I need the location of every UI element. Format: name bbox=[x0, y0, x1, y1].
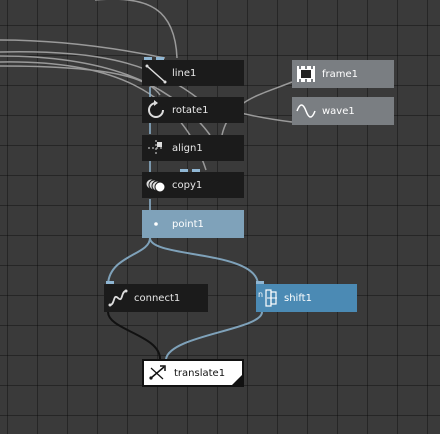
node-copy1[interactable]: copy1 bbox=[142, 169, 244, 198]
wave-icon bbox=[292, 98, 320, 124]
node-rotate1[interactable]: rotate1 bbox=[142, 97, 244, 123]
node-label: wave1 bbox=[322, 105, 355, 117]
node-label: rotate1 bbox=[172, 104, 209, 116]
node-label: point1 bbox=[172, 218, 204, 230]
node-label: connect1 bbox=[134, 292, 181, 304]
node-label: translate1 bbox=[174, 367, 226, 379]
input-port[interactable] bbox=[256, 281, 264, 284]
shift-prefix: n bbox=[258, 290, 263, 299]
point-icon bbox=[142, 211, 170, 237]
wire-left-5 bbox=[0, 65, 161, 96]
copy-icon bbox=[142, 172, 170, 198]
node-point1[interactable]: point1 bbox=[142, 210, 244, 238]
node-label: copy1 bbox=[172, 179, 203, 191]
input-port[interactable] bbox=[144, 57, 152, 60]
rotate-icon bbox=[142, 97, 170, 123]
node-label: frame1 bbox=[322, 68, 359, 80]
wire-point1-shift1 bbox=[149, 237, 259, 285]
node-label: align1 bbox=[172, 142, 203, 154]
wire-top-curve bbox=[95, 0, 178, 59]
render-flag bbox=[230, 373, 244, 387]
node-shift1[interactable]: n shift1 bbox=[256, 281, 357, 312]
translate-icon bbox=[144, 360, 172, 386]
wire-frame1 bbox=[221, 81, 293, 136]
input-port[interactable] bbox=[180, 169, 188, 172]
node-translate1[interactable]: translate1 bbox=[142, 359, 244, 387]
node-line1[interactable]: line1 bbox=[142, 57, 244, 86]
shift-icon: n bbox=[256, 285, 282, 311]
wire-connect1-translate1 bbox=[107, 311, 161, 360]
wire-left-2 bbox=[0, 51, 201, 101]
input-port[interactable] bbox=[106, 281, 114, 284]
node-connect1[interactable]: connect1 bbox=[104, 281, 208, 312]
connect-icon bbox=[104, 285, 132, 311]
frame-icon bbox=[292, 61, 320, 87]
input-port[interactable] bbox=[156, 57, 164, 60]
node-wave1[interactable]: wave1 bbox=[292, 97, 394, 125]
align-icon bbox=[142, 135, 170, 161]
wire-shift1-translate1 bbox=[165, 311, 263, 360]
node-frame1[interactable]: frame1 bbox=[292, 60, 394, 88]
node-label: shift1 bbox=[284, 292, 312, 304]
line-icon bbox=[142, 60, 170, 86]
node-align1[interactable]: align1 bbox=[142, 135, 244, 161]
input-port[interactable] bbox=[192, 169, 200, 172]
wire-left-1 bbox=[0, 39, 166, 59]
node-label: line1 bbox=[172, 67, 197, 79]
wire-point1-connect1 bbox=[107, 237, 151, 285]
